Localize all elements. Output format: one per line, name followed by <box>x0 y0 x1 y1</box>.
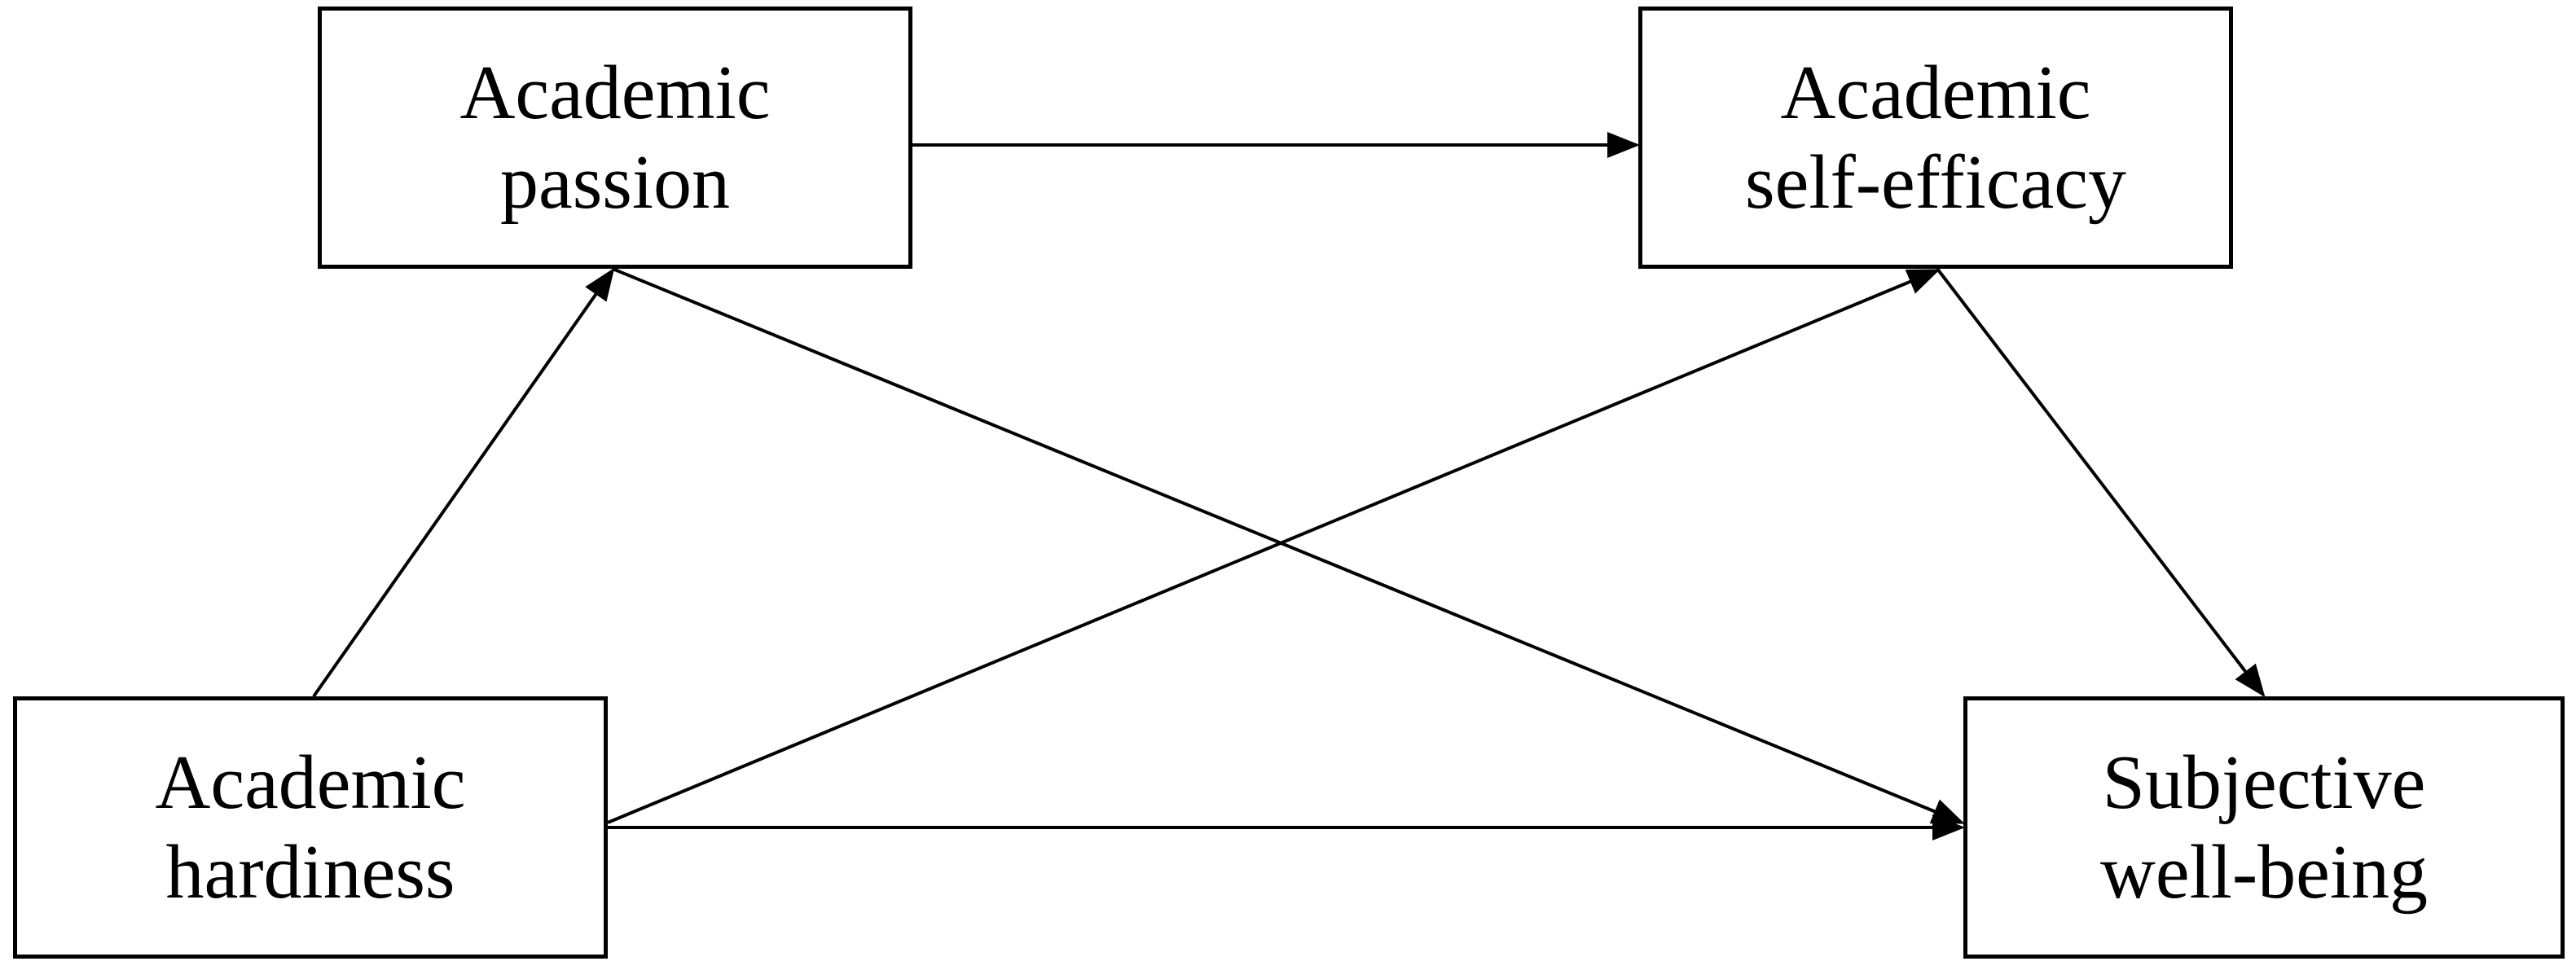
arrow-passion-to-wellbeing <box>612 267 1965 824</box>
node-label-line1: Subjective <box>2102 740 2426 825</box>
node-label-line1: Academic <box>155 740 466 825</box>
node-label-line2: self-efficacy <box>1745 140 2126 225</box>
node-label-line1: Academic <box>1780 50 2091 135</box>
node-academic-hardiness: Academic hardiness <box>13 696 608 959</box>
arrow-hardiness-to-passion <box>312 267 615 698</box>
node-label-line2: well-being <box>2100 830 2428 915</box>
node-label-line2: passion <box>500 140 730 225</box>
arrow-hardiness-to-efficacy <box>607 269 1941 824</box>
node-label-line2: hardiness <box>165 830 455 915</box>
node-academic-passion: Academic passion <box>318 7 912 269</box>
node-subjective-well-being: Subjective well-being <box>1963 696 2565 959</box>
arrow-efficacy-to-wellbeing <box>1936 267 2266 698</box>
node-label-line1: Academic <box>459 50 771 135</box>
node-academic-self-efficacy: Academic self-efficacy <box>1638 7 2233 269</box>
